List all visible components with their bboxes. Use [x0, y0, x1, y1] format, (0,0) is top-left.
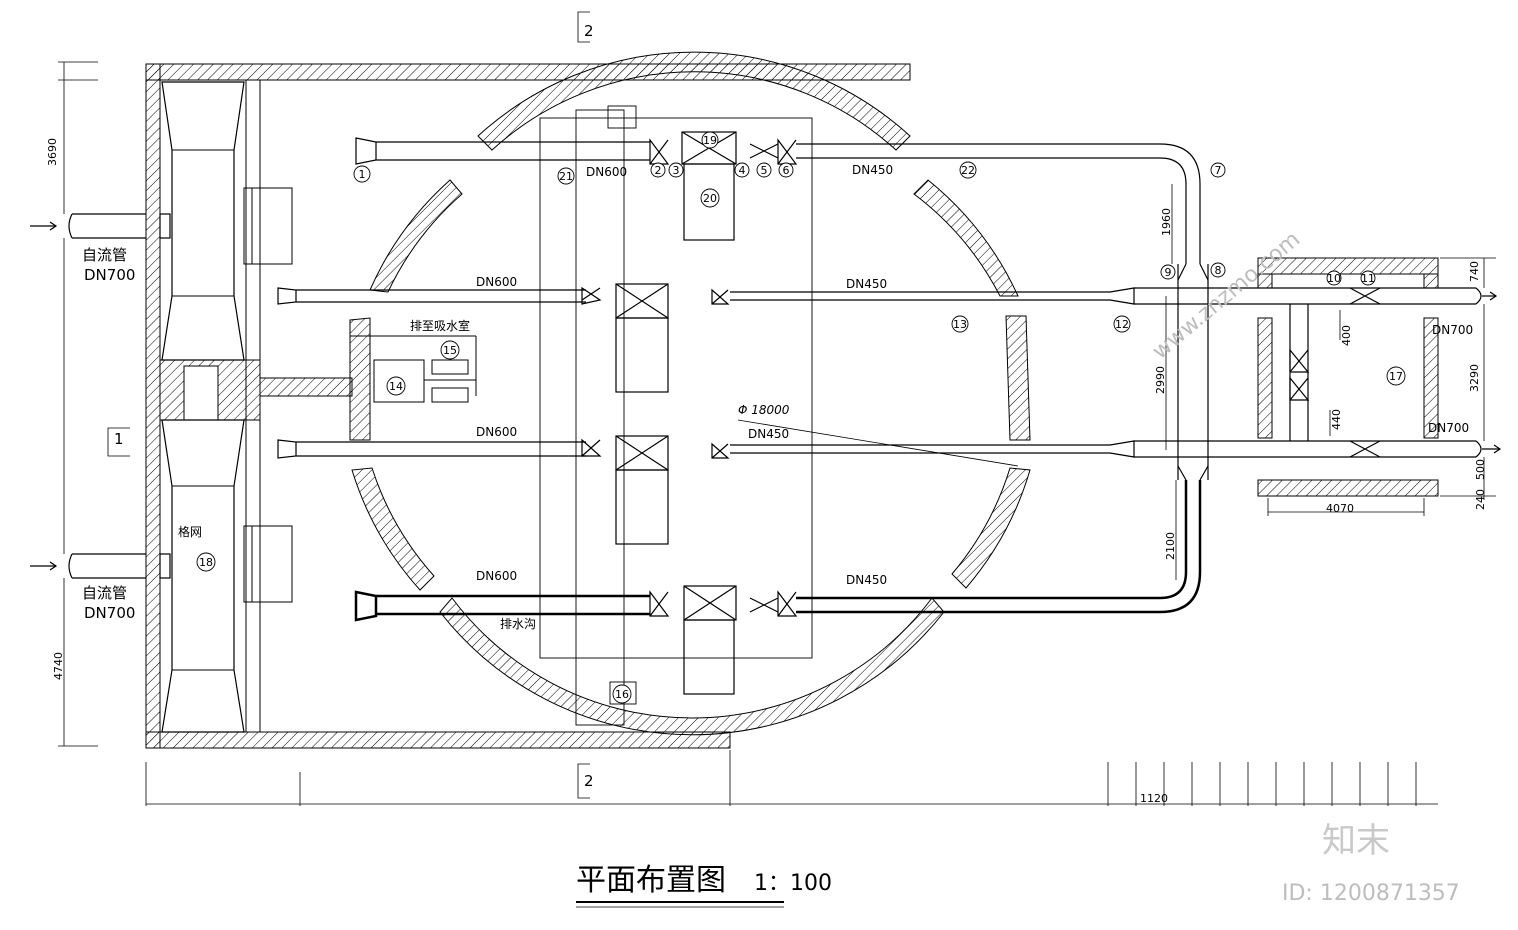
dn450-top: DN450 — [852, 163, 893, 177]
dim-1120: 1120 — [1140, 792, 1168, 805]
dim-3290: 3290 — [1468, 364, 1481, 392]
dn450-bottom: DN450 — [846, 573, 887, 587]
callout-7: 7 — [1215, 164, 1222, 177]
callout-8: 8 — [1215, 264, 1222, 277]
callout-16: 16 — [615, 688, 629, 701]
dn700-out-2: DN700 — [1428, 421, 1469, 435]
drain-ditch-label: 排水沟 — [500, 617, 536, 631]
watermark-site: www.znzmo.com — [1148, 227, 1305, 365]
dim-3690: 3690 — [46, 138, 59, 166]
screen-label: 格网 — [178, 524, 202, 539]
callout-15: 15 — [443, 344, 457, 357]
dim-440: 440 — [1330, 409, 1343, 430]
callout-22: 22 — [961, 164, 975, 177]
dim-4740: 4740 — [52, 652, 65, 680]
dimension-texts: 3690 4740 1960 2990 2100 740 400 3290 44… — [46, 22, 1487, 805]
callout-2: 2 — [655, 164, 662, 177]
inlet-pipe-label-1: 自流管 — [82, 246, 127, 264]
pipe-labels: DN600 DN450 DN600 DN450 DN600 DN450 DN60… — [476, 163, 1473, 587]
drain-to-label: 排至吸水室 — [410, 318, 470, 333]
dim-4070: 4070 — [1326, 502, 1354, 515]
callout-13: 13 — [953, 318, 967, 331]
watermark-id: ID: 1200871357 — [1282, 881, 1460, 906]
dim-2990: 2990 — [1154, 366, 1167, 394]
callout-4: 4 — [739, 164, 746, 177]
callout-14: 14 — [389, 380, 403, 393]
dim-400: 400 — [1340, 325, 1353, 346]
section-mark-top: 2 — [584, 22, 594, 40]
callout-11: 11 — [1361, 272, 1375, 285]
inlet-pipes — [30, 213, 171, 579]
building-walls — [145, 63, 911, 749]
watermark-brand: 知末 — [1322, 821, 1390, 861]
descriptive-labels: 自流管 DN700 自流管 DN700 格网 排至吸水室 排水沟 Φ 18000 — [82, 246, 790, 631]
callout-6: 6 — [783, 164, 790, 177]
diameter-label: Φ 18000 — [738, 403, 790, 417]
callout-19: 19 — [703, 134, 717, 147]
inlet-dn-label-2: DN700 — [84, 604, 135, 622]
drain-equipment — [350, 335, 477, 403]
dn450-row3: DN450 — [748, 427, 789, 441]
valve-chamber — [1257, 257, 1502, 497]
title-block: 平面布置图 1：100 — [576, 863, 832, 908]
dn700-out-1: DN700 — [1432, 323, 1473, 337]
section-mark-left: 1 — [114, 430, 124, 448]
dn600-row2: DN600 — [476, 275, 517, 289]
drawing-scale: 1：100 — [754, 871, 832, 896]
dimension-lines — [58, 11, 1496, 806]
callout-1: 1 — [359, 168, 366, 181]
callout-labels: 1 2 3 4 5 6 7 8 9 10 11 12 13 14 15 16 1… — [199, 134, 1403, 701]
inlet-pipe-label-2: 自流管 — [82, 584, 127, 602]
dn600-top: DN600 — [586, 165, 627, 179]
callout-3: 3 — [673, 164, 680, 177]
dim-240: 240 — [1474, 489, 1487, 510]
dn600-bottom: DN600 — [476, 569, 517, 583]
callouts — [196, 131, 1406, 704]
dim-740: 740 — [1468, 261, 1481, 282]
callout-21: 21 — [559, 170, 573, 183]
screen-chambers — [161, 81, 293, 733]
inlet-dn-label-1: DN700 — [84, 266, 135, 284]
callout-18: 18 — [199, 556, 213, 569]
callout-12: 12 — [1115, 318, 1129, 331]
circular-well — [349, 51, 1031, 736]
dim-1960: 1960 — [1160, 208, 1173, 236]
dn450-row2: DN450 — [846, 277, 887, 291]
callout-17: 17 — [1389, 370, 1403, 383]
callout-20: 20 — [703, 192, 717, 205]
callout-9: 9 — [1165, 266, 1172, 279]
callout-5: 5 — [761, 164, 768, 177]
pipelines — [277, 131, 1476, 695]
dim-2100: 2100 — [1164, 532, 1177, 560]
dim-500: 500 — [1474, 459, 1487, 480]
dn600-row3: DN600 — [476, 425, 517, 439]
callout-10: 10 — [1327, 272, 1341, 285]
platform-outlines — [539, 105, 813, 726]
section-mark-bottom: 2 — [584, 772, 594, 790]
drawing-title: 平面布置图 — [576, 863, 726, 898]
